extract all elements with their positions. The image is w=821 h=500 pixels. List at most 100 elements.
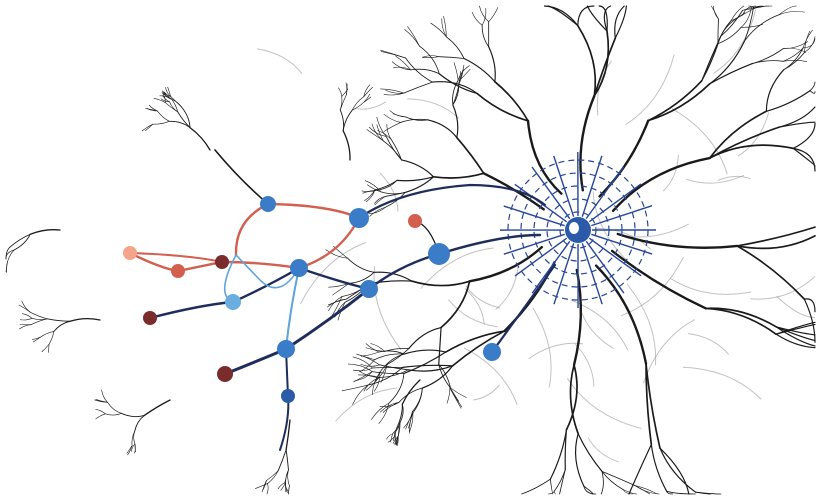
- faint-branch: [407, 98, 460, 119]
- dendrite-branch: [29, 311, 48, 320]
- dendrite-branch: [364, 189, 376, 201]
- dendrite-branch: [559, 469, 566, 495]
- dendrite-branch: [285, 419, 291, 451]
- dendrite-branch: [365, 180, 382, 193]
- dendrite-branch: [645, 362, 653, 446]
- dendrite-branch: [21, 300, 31, 313]
- dendrite-branch: [752, 60, 784, 64]
- synapse-node: [277, 340, 295, 358]
- dendrite-branch: [740, 24, 763, 28]
- dendrite-branch: [742, 5, 761, 16]
- dendrite-branch: [405, 57, 433, 83]
- faint-branch: [354, 101, 387, 110]
- faint-branch: [464, 287, 485, 325]
- faint-branch: [473, 384, 501, 401]
- dendrite-branch: [31, 317, 48, 320]
- dendrite-branch: [778, 5, 797, 16]
- axon-path: [214, 149, 269, 205]
- dendrite-branch: [802, 38, 816, 49]
- dendrite-branch: [438, 56, 465, 59]
- dendrite-branch: [792, 147, 816, 167]
- dendrite-branch: [339, 109, 345, 132]
- dendrite-branch: [352, 367, 373, 372]
- dendrite-branch: [705, 307, 778, 328]
- soma: [565, 217, 591, 243]
- dendrite-branch: [285, 449, 289, 471]
- dendrite-branch: [614, 5, 625, 39]
- dendrite-branch: [367, 366, 403, 386]
- dendrite-branch: [5, 246, 11, 260]
- faint-branch: [420, 247, 494, 290]
- faint-branch: [373, 266, 402, 351]
- dendrite-branch: [6, 261, 8, 273]
- dendrite-branch: [647, 80, 703, 122]
- dendrite-branch: [452, 80, 460, 106]
- dendrite-branch: [476, 92, 529, 122]
- dendrite-branch: [359, 354, 380, 366]
- dendrite-branch: [13, 233, 31, 251]
- dendrite-branch: [376, 124, 384, 142]
- dendrite-branch: [717, 26, 742, 45]
- dendrite-branch: [444, 330, 506, 353]
- dendrite-branch: [809, 90, 816, 94]
- dendrite-branch: [744, 6, 754, 42]
- dendrite-branch: [398, 387, 423, 403]
- dendrite-branch: [384, 192, 406, 208]
- axon-path: [223, 287, 371, 376]
- dendrite-branch: [593, 30, 610, 97]
- dendrite-branch: [586, 5, 608, 32]
- dendrite-branch: [765, 90, 811, 112]
- dendrite-branch: [449, 386, 467, 398]
- dendrite-branch: [19, 317, 33, 321]
- mesh-spoke: [591, 205, 653, 227]
- mesh-spoke: [581, 155, 603, 217]
- dendrite-branch: [374, 353, 405, 361]
- dendrite-branch: [547, 5, 579, 27]
- dendrite-branch: [101, 389, 108, 403]
- dendrite-branch: [742, 5, 756, 16]
- dendrite-branch: [104, 412, 122, 416]
- dendrite-branch: [342, 109, 353, 132]
- dendrite-branch: [331, 296, 343, 317]
- dendrite-branch: [379, 402, 400, 407]
- dendrite-branch: [809, 81, 816, 92]
- dendrite-branch: [564, 429, 568, 471]
- dendrite-branch: [371, 371, 405, 374]
- faint-branch: [495, 266, 519, 310]
- dendrite-branch: [396, 176, 435, 182]
- axon-path: [490, 263, 557, 354]
- dendrite-branch: [622, 489, 638, 495]
- dendrite-branch: [189, 126, 211, 151]
- dendrite-branch: [408, 326, 442, 350]
- dendrite-branch: [133, 430, 136, 445]
- dendrite-branch: [168, 120, 191, 129]
- dendrite-branch: [374, 179, 398, 191]
- synapse-node: [349, 208, 369, 228]
- dendrite-branch: [445, 36, 465, 59]
- dendrite-branch: [361, 189, 378, 192]
- dendrite-branch: [266, 470, 279, 481]
- dendrite-branch: [614, 5, 627, 39]
- dendrite-branch: [421, 365, 454, 389]
- mesh-spoke: [591, 233, 653, 255]
- dendrite-branch: [267, 470, 279, 484]
- dendrite-branch: [389, 110, 407, 118]
- dendrite-branch: [553, 469, 566, 492]
- dendrite-branch: [730, 5, 745, 22]
- dendrite-branch: [169, 101, 179, 113]
- dendrite-branch: [736, 234, 816, 250]
- dendrite-branch: [328, 296, 343, 312]
- dendrite-branch: [593, 37, 617, 97]
- dendrite-branch: [383, 122, 401, 132]
- faint-branch: [257, 48, 303, 74]
- dendrite-branch: [347, 257, 375, 273]
- dendrite-branch: [736, 226, 816, 247]
- dendrite-branch: [481, 24, 490, 48]
- dendrite-branch: [404, 29, 420, 47]
- dendrite-branch: [162, 95, 170, 103]
- dendrite-branch: [341, 88, 349, 97]
- mesh-spoke: [553, 155, 575, 217]
- dendrite-branch: [95, 409, 106, 415]
- dendrite-branch: [449, 386, 459, 402]
